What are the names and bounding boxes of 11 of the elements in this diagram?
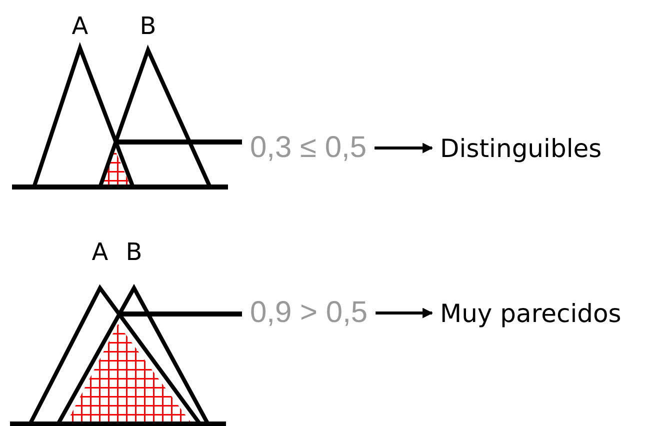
- set-letter: A: [92, 240, 108, 264]
- result-text: Distinguibles: [440, 136, 602, 160]
- set-letter: B: [126, 240, 142, 264]
- arrow: [374, 142, 434, 154]
- set-letter: A: [72, 14, 88, 38]
- comparison-expression: 0,9 > 0,5: [250, 298, 368, 328]
- set-letter: B: [140, 14, 156, 38]
- comparison-expression: 0,3 ≤ 0,5: [250, 133, 367, 163]
- result-text: Muy parecidos: [440, 300, 622, 326]
- leader-line: [115, 140, 242, 144]
- arrow: [376, 308, 434, 318]
